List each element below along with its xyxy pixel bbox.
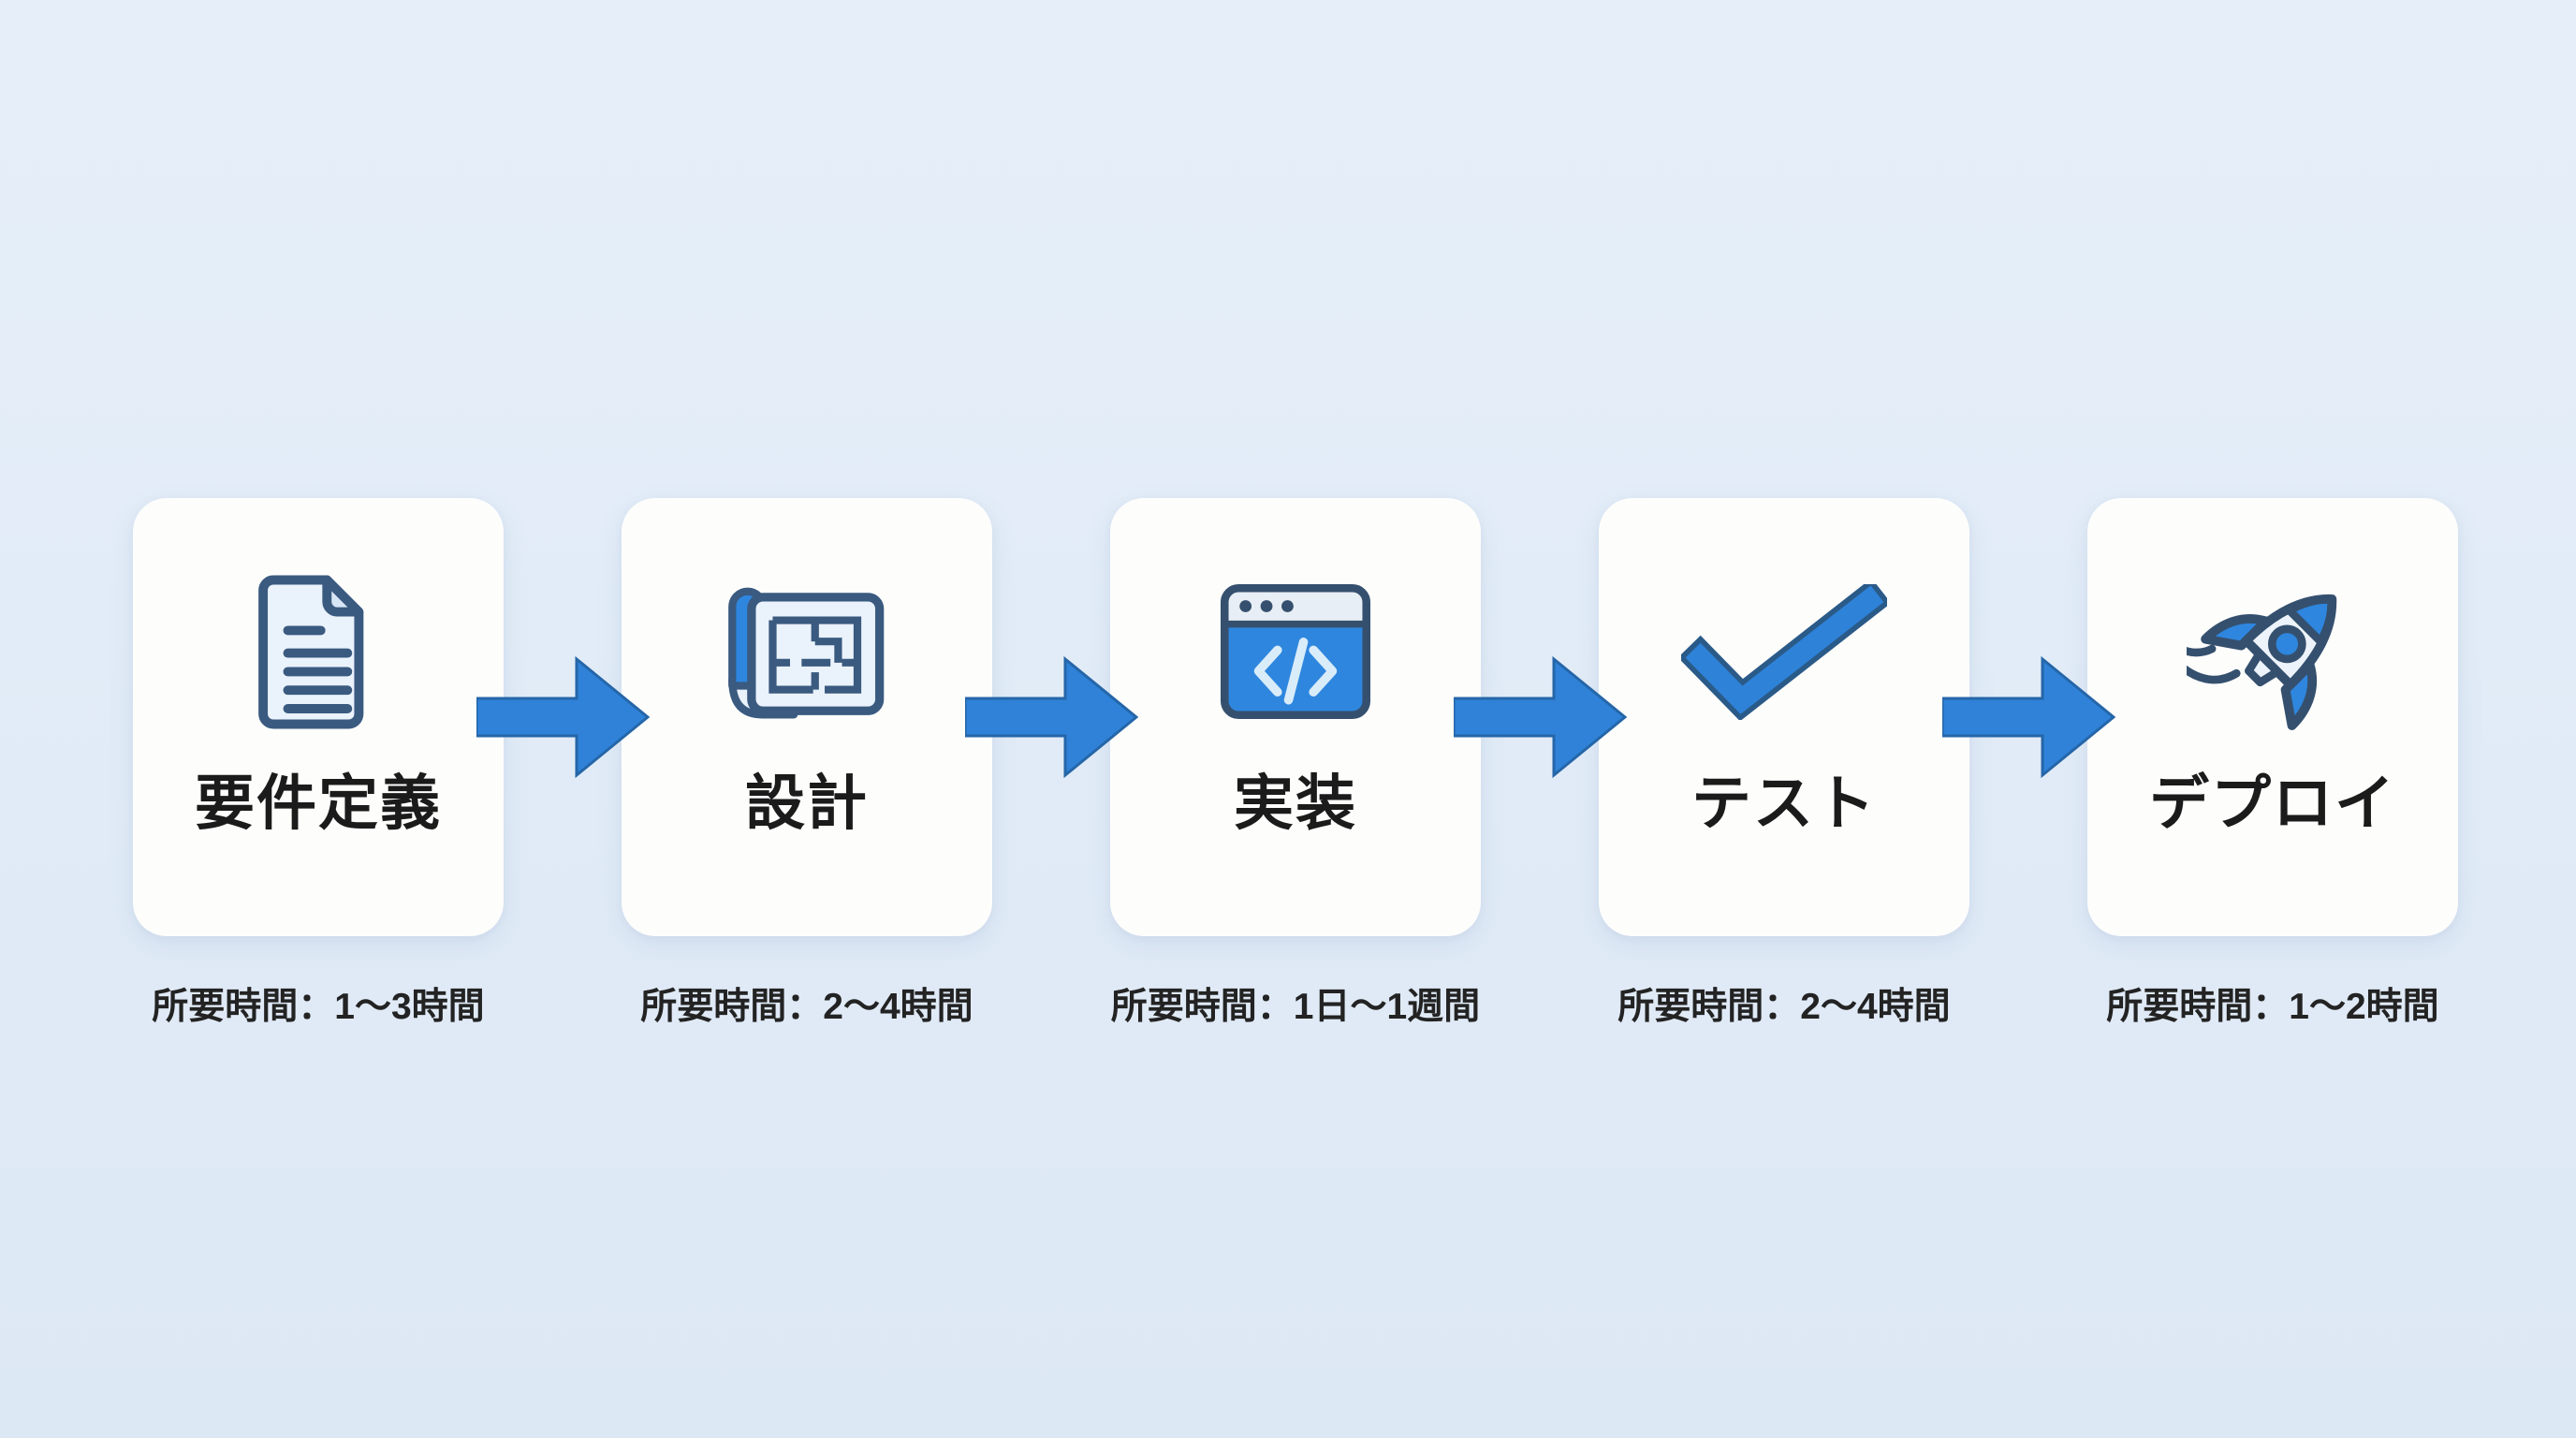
step-title: 要件定義 [195, 770, 442, 837]
step-card-design: 設計 [622, 498, 992, 936]
step-duration: 所要時間：2〜4時間 [1617, 987, 1951, 1027]
step-title: 実装 [1234, 770, 1357, 837]
step-title: 設計 [745, 770, 869, 837]
blueprint-icon [723, 571, 891, 732]
step-card-implementation: 実装 [1110, 498, 1481, 936]
arrow-right-icon [475, 650, 651, 785]
arrow-right-icon [1940, 650, 2116, 785]
step-duration: 所要時間：1〜2時間 [2106, 987, 2439, 1027]
step-card-requirements: 要件定義 [133, 498, 504, 936]
step-duration: 所要時間：1日〜1週間 [1110, 987, 1481, 1027]
arrow-right-icon [963, 650, 1139, 785]
checkmark-icon [1681, 571, 1887, 732]
step-card-test: テスト [1599, 498, 1969, 936]
step-duration: 所要時間：1〜3時間 [152, 987, 485, 1027]
step-title: テスト [1691, 770, 1877, 837]
step-card-deploy: デプロイ [2087, 498, 2458, 936]
document-icon [256, 571, 382, 732]
code-window-icon [1221, 571, 1370, 732]
step-title: デプロイ [2149, 770, 2396, 837]
rocket-icon [2186, 571, 2360, 732]
step-duration: 所要時間：2〜4時間 [640, 987, 973, 1027]
arrow-right-icon [1452, 650, 1628, 785]
